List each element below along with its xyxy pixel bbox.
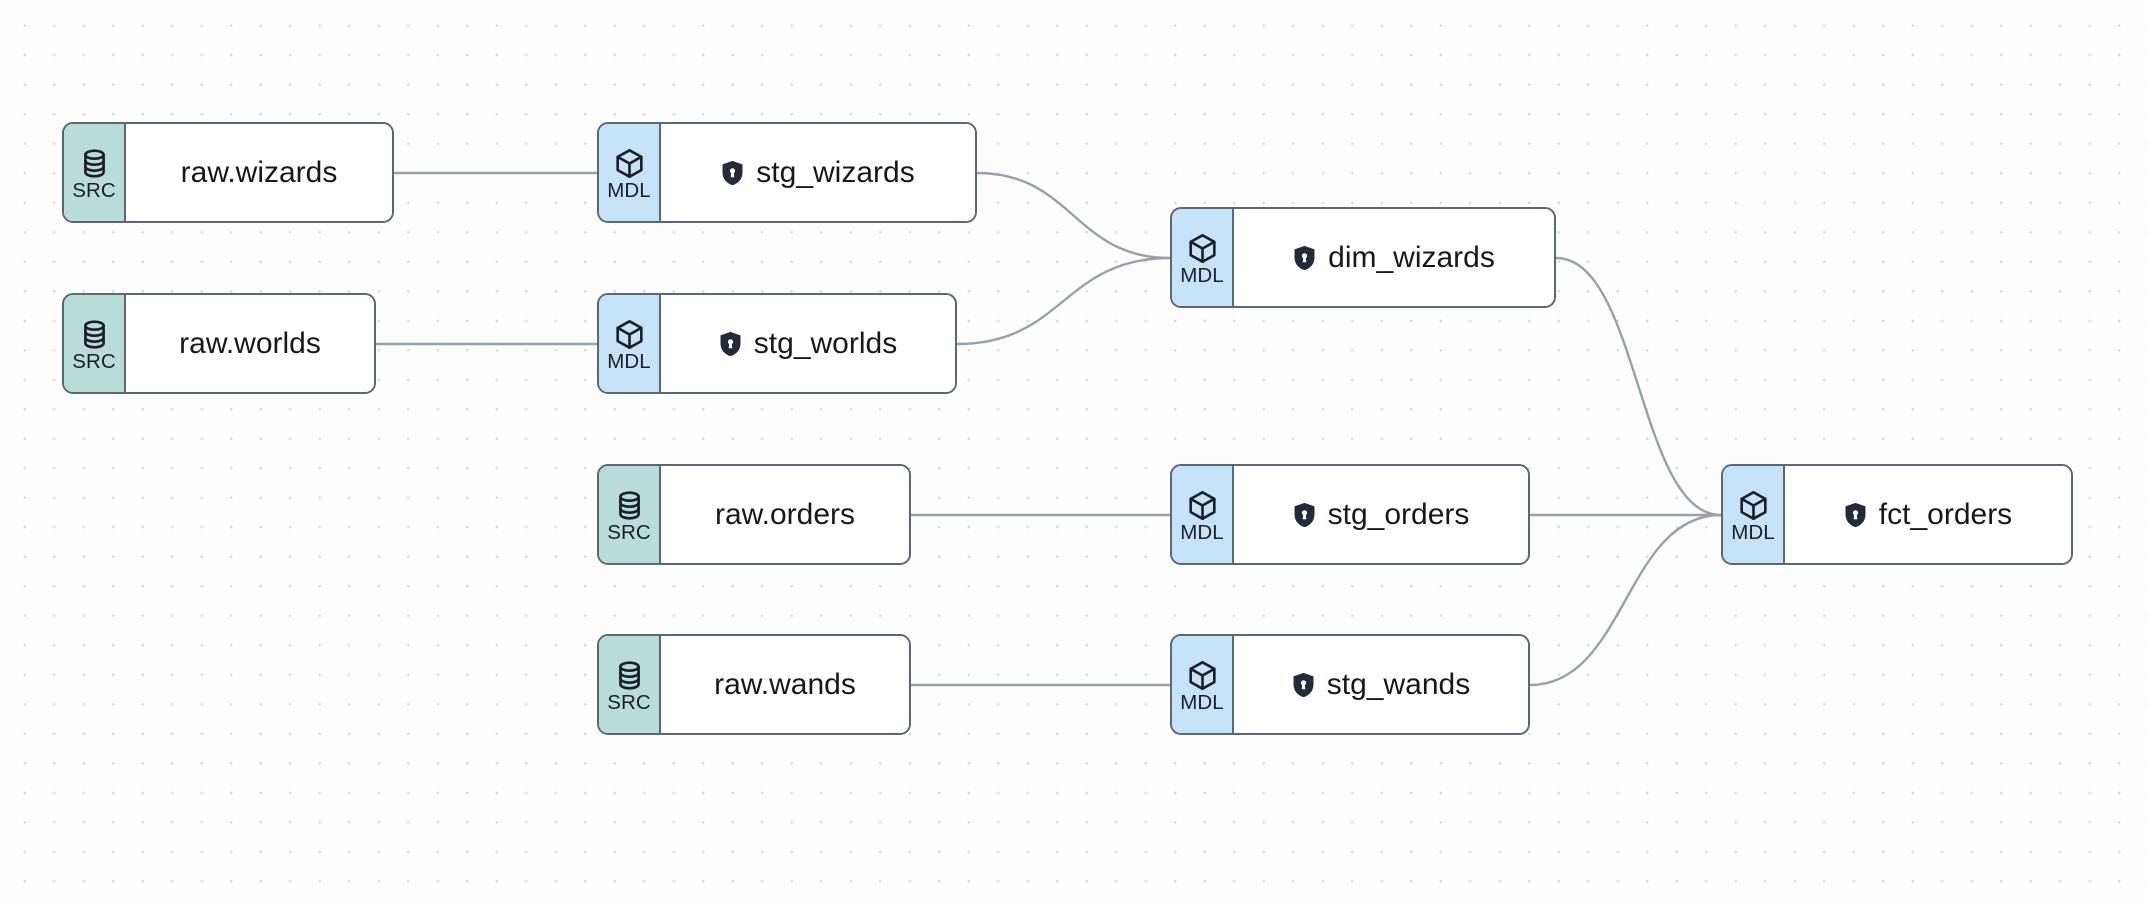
node-label: dim_wizards — [1328, 240, 1495, 274]
edge-stg_worlds-to-dim_wizards[interactable] — [955, 256, 1172, 346]
node-kind-label: MDL — [607, 350, 651, 374]
shield-lock-icon — [722, 160, 743, 185]
node-kind-label: MDL — [607, 179, 651, 203]
node-body: raw.wands — [661, 636, 909, 733]
node-kind-label: SRC — [72, 350, 116, 374]
node-kind-label: SRC — [607, 691, 651, 715]
node-kind-badge: MDL — [1172, 209, 1234, 306]
cube-icon — [1188, 661, 1216, 691]
node-kind-badge: MDL — [599, 124, 661, 221]
protected-shield — [1293, 245, 1316, 271]
edge-stg_wands-to-fct_orders[interactable] — [1528, 513, 1723, 687]
node-kind-badge: MDL — [1172, 636, 1234, 733]
node-stg_wizards[interactable]: MDL stg_wizards — [597, 122, 977, 223]
cube-icon — [615, 149, 643, 179]
node-label: stg_orders — [1327, 497, 1470, 531]
node-fct_orders[interactable]: MDL fct_orders — [1721, 464, 2073, 565]
node-body: raw.worlds — [126, 295, 374, 392]
node-kind-label: MDL — [1180, 521, 1224, 545]
node-kind-label: MDL — [1731, 521, 1775, 545]
node-raw_wizards[interactable]: SRC raw.wizards — [62, 122, 394, 223]
node-label: stg_wizards — [756, 155, 915, 189]
database-cylinder-icon — [618, 491, 640, 520]
node-label: stg_wands — [1326, 667, 1471, 701]
node-kind-badge: SRC — [64, 124, 126, 221]
node-label: raw.wizards — [180, 155, 338, 189]
database-cylinder-icon — [618, 661, 640, 690]
node-body: raw.orders — [661, 466, 909, 563]
node-label: stg_worlds — [753, 326, 898, 360]
shield-lock-icon — [1294, 502, 1315, 527]
node-dim_wizards[interactable]: MDL dim_wizards — [1170, 207, 1556, 308]
node-body: stg_worlds — [661, 295, 955, 392]
node-label: fct_orders — [1878, 497, 2013, 531]
node-body: stg_orders — [1234, 466, 1528, 563]
shield-lock-icon — [720, 331, 741, 356]
database-cylinder-icon — [83, 320, 105, 349]
cube-icon — [1188, 234, 1216, 264]
node-kind-badge: MDL — [599, 295, 661, 392]
cube-icon — [1188, 491, 1216, 521]
edge-stg_wizards-to-dim_wizards[interactable] — [975, 171, 1172, 260]
protected-shield — [1844, 502, 1867, 528]
protected-shield — [719, 331, 742, 357]
cube-icon — [1739, 491, 1767, 521]
database-cylinder-icon — [83, 149, 105, 178]
protected-shield — [1292, 672, 1315, 698]
node-kind-badge: MDL — [1723, 466, 1785, 563]
node-raw_worlds[interactable]: SRC raw.worlds — [62, 293, 376, 394]
node-stg_wands[interactable]: MDL stg_wands — [1170, 634, 1530, 735]
node-stg_orders[interactable]: MDL stg_orders — [1170, 464, 1530, 565]
node-kind-badge: SRC — [599, 636, 661, 733]
node-body: raw.wizards — [126, 124, 392, 221]
protected-shield — [1293, 502, 1316, 528]
cube-icon — [615, 320, 643, 350]
shield-lock-icon — [1294, 245, 1315, 270]
node-label: raw.orders — [714, 497, 856, 531]
shield-lock-icon — [1293, 672, 1314, 697]
node-body: fct_orders — [1785, 466, 2071, 563]
protected-shield — [721, 160, 744, 186]
node-kind-label: SRC — [607, 521, 651, 545]
node-kind-label: MDL — [1180, 264, 1224, 288]
node-kind-label: SRC — [72, 179, 116, 203]
node-body: stg_wizards — [661, 124, 975, 221]
node-kind-badge: SRC — [64, 295, 126, 392]
node-label: raw.worlds — [179, 326, 321, 360]
node-kind-badge: SRC — [599, 466, 661, 563]
node-body: stg_wands — [1234, 636, 1528, 733]
edge-dim_wizards-to-fct_orders[interactable] — [1554, 256, 1723, 517]
node-body: dim_wizards — [1234, 209, 1554, 306]
node-raw_orders[interactable]: SRC raw.orders — [597, 464, 911, 565]
node-stg_worlds[interactable]: MDL stg_worlds — [597, 293, 957, 394]
node-label: raw.wands — [714, 667, 856, 701]
shield-lock-icon — [1845, 502, 1866, 527]
node-kind-label: MDL — [1180, 691, 1224, 715]
node-kind-badge: MDL — [1172, 466, 1234, 563]
node-raw_wands[interactable]: SRC raw.wands — [597, 634, 911, 735]
